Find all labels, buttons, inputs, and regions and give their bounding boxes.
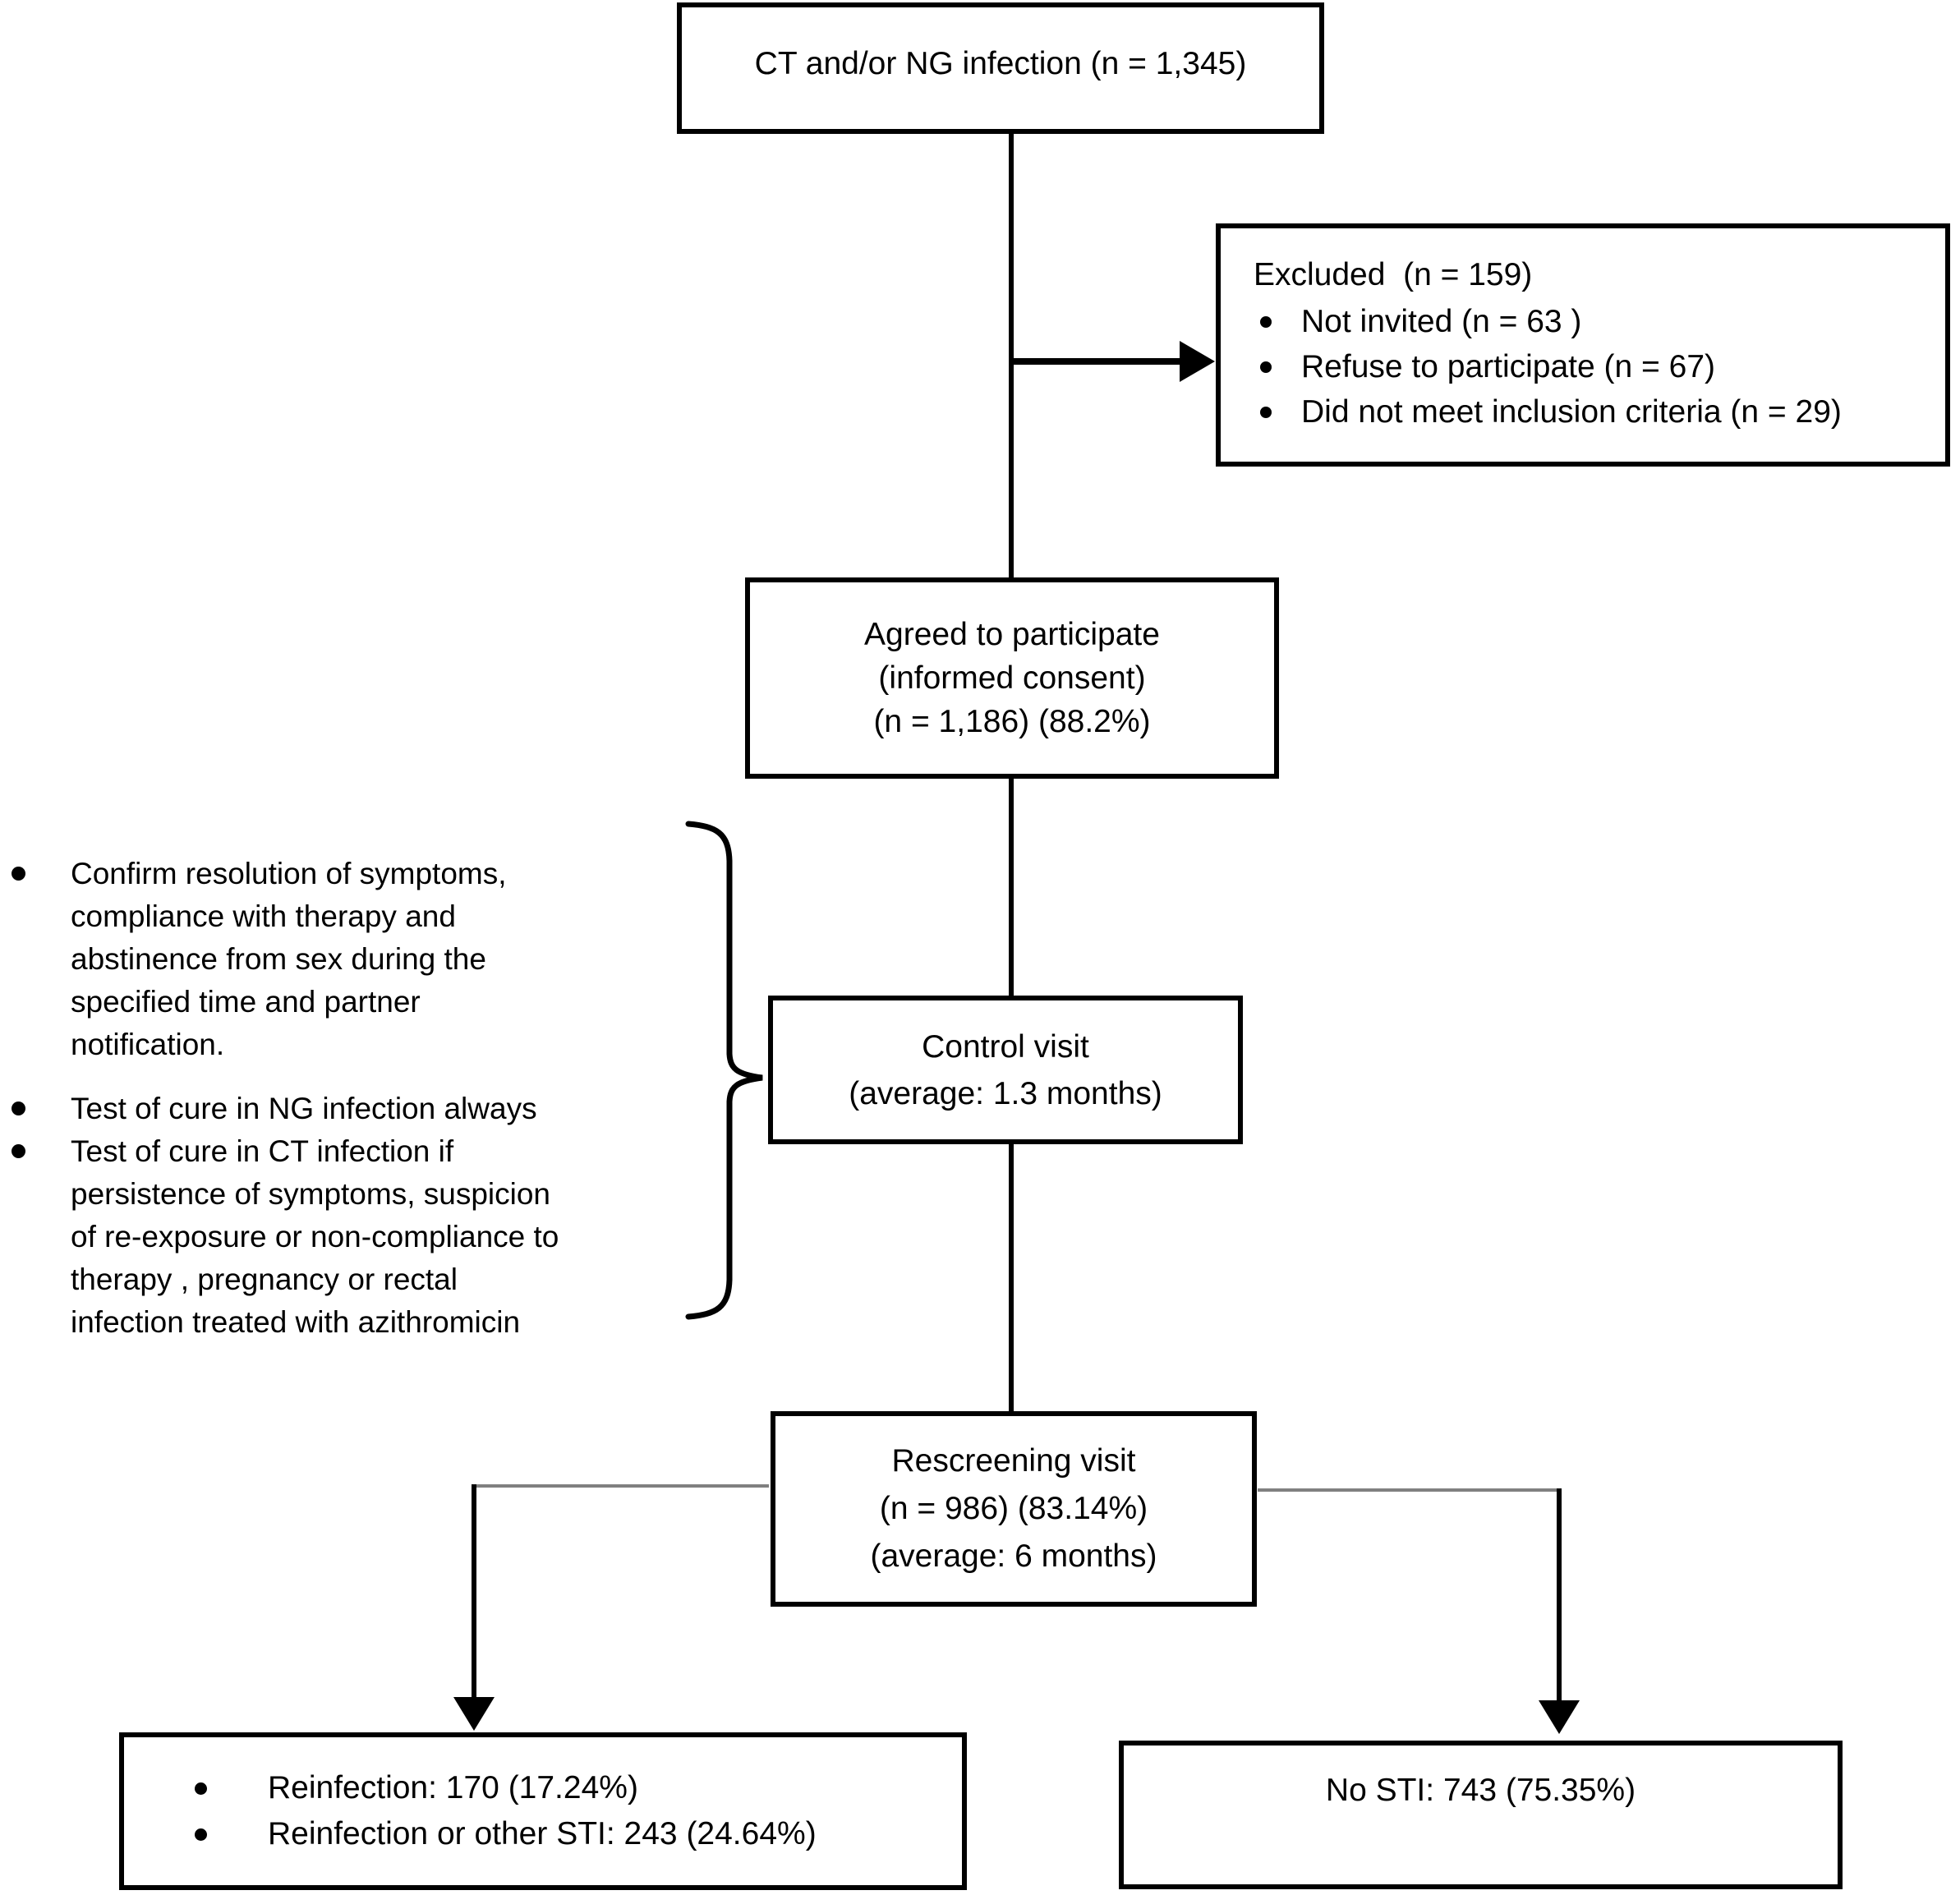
control-line: (average: 1.3 months) <box>849 1075 1162 1111</box>
list-item: Reinfection or other STI: 243 (24.64%) <box>124 1811 962 1857</box>
side-note-item: Test of cure in CT infection if persiste… <box>7 1130 647 1344</box>
excluded-title: Excluded (n = 159) <box>1254 257 1533 292</box>
excluded-item-label: Refuse to participate (n = 67) <box>1301 349 1716 384</box>
bullet-icon <box>12 867 25 881</box>
rescreening-line: Rescreening visit <box>891 1443 1136 1479</box>
right-outcome-arrowhead-icon <box>1539 1700 1580 1734</box>
node-control-visit: Control visit (average: 1.3 months) <box>768 996 1243 1144</box>
rescreening-line: (n = 986) (83.14%) <box>879 1491 1148 1526</box>
side-note-line: of re-exposure or non-compliance to <box>71 1220 559 1253</box>
bullet-icon <box>12 1102 25 1115</box>
bullet-icon <box>1260 361 1272 373</box>
side-note: Confirm resolution of symptoms, complian… <box>7 853 647 1344</box>
reinfection-item-label: Reinfection: 170 (17.24%) <box>268 1770 638 1805</box>
node-outcome-no-sti: No STI: 743 (75.35%) <box>1119 1741 1843 1889</box>
bullet-icon <box>195 1782 207 1795</box>
side-note-line: notification. <box>71 1028 225 1061</box>
excluded-item-label: Not invited (n = 63 ) <box>1301 304 1582 339</box>
list-item: Did not meet inclusion criteria (n = 29) <box>1254 389 1937 435</box>
side-note-line: specified time and partner <box>71 985 421 1019</box>
bullet-icon <box>12 1144 25 1158</box>
bullet-icon <box>1260 406 1272 418</box>
side-note-item: Confirm resolution of symptoms, complian… <box>7 853 647 1066</box>
side-note-line: infection treated with azithromicin <box>71 1305 521 1339</box>
rescreening-line: (average: 6 months) <box>870 1539 1157 1574</box>
list-item: Refuse to participate (n = 67) <box>1254 344 1937 389</box>
bullet-icon <box>1260 315 1272 328</box>
reinfection-item-label: Reinfection or other STI: 243 (24.64%) <box>268 1816 817 1851</box>
side-note-line: persistence of symptoms, suspicion <box>71 1177 551 1211</box>
list-item: Not invited (n = 63 ) <box>1254 299 1937 344</box>
node-agreed-to-participate: Agreed to participate (informed consent)… <box>745 577 1279 779</box>
excluded-arrowhead-icon <box>1180 341 1215 382</box>
side-note-line: Test of cure in NG infection always <box>71 1092 537 1125</box>
side-note-line: therapy , pregnancy or rectal <box>71 1263 458 1296</box>
source-label: CT and/or NG infection (n = 1,345) <box>754 46 1247 81</box>
node-rescreening-visit: Rescreening visit (n = 986) (83.14%) (av… <box>771 1411 1257 1607</box>
node-excluded: Excluded (n = 159) Not invited (n = 63 )… <box>1216 223 1950 467</box>
agreed-line: (n = 1,186) (88.2%) <box>873 704 1151 739</box>
agreed-line: (informed consent) <box>878 660 1146 696</box>
side-note-brace-icon <box>685 821 763 1320</box>
node-source-population: CT and/or NG infection (n = 1,345) <box>677 2 1324 134</box>
left-outcome-arrowhead-icon <box>453 1697 495 1731</box>
excluded-item-label: Did not meet inclusion criteria (n = 29) <box>1301 394 1842 430</box>
no-sti-label: No STI: 743 (75.35%) <box>1325 1773 1636 1808</box>
node-outcome-reinfection: Reinfection: 170 (17.24%) Reinfection or… <box>119 1732 967 1890</box>
side-note-line: Test of cure in CT infection if <box>71 1134 454 1168</box>
side-note-line: compliance with therapy and <box>71 899 456 933</box>
side-note-line: Confirm resolution of symptoms, <box>71 857 507 890</box>
control-line: Control visit <box>922 1028 1089 1065</box>
bullet-icon <box>195 1828 207 1841</box>
side-note-line: abstinence from sex during the <box>71 942 486 976</box>
list-item: Reinfection: 170 (17.24%) <box>124 1765 962 1811</box>
agreed-line: Agreed to participate <box>864 617 1160 652</box>
side-note-item: Test of cure in NG infection always <box>7 1088 647 1130</box>
